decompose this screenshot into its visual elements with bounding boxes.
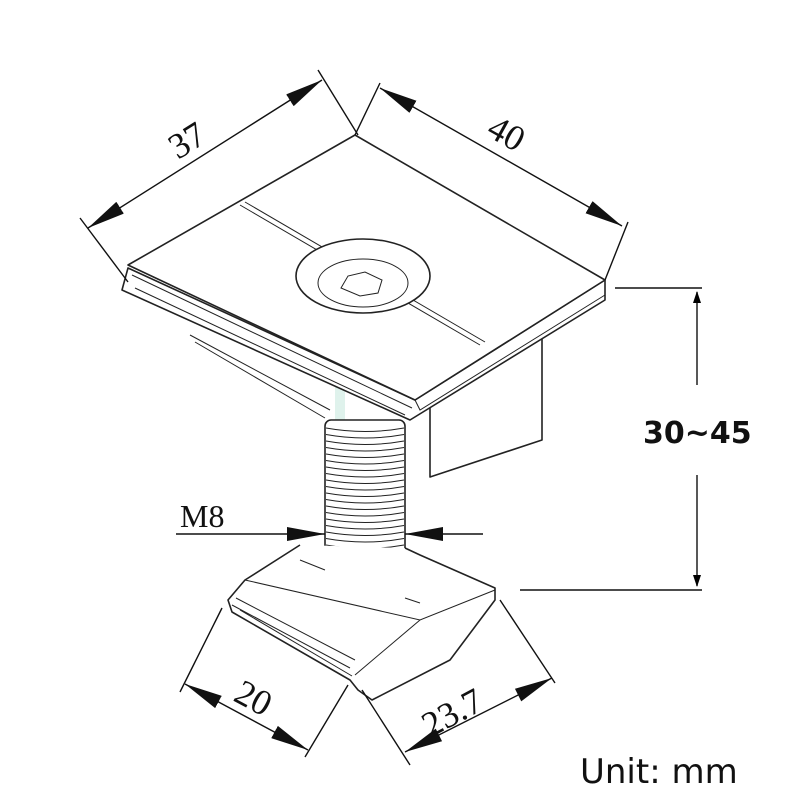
bolt-head-counterbore: [295, 238, 431, 314]
dimension-label-37: 37: [161, 114, 213, 167]
thread-line: [325, 440, 405, 445]
thread-line: [325, 518, 405, 523]
dimension-label-m8: M8: [180, 498, 224, 534]
thread-line: [325, 499, 405, 504]
thread-line: [325, 434, 405, 439]
thread-line: [325, 447, 405, 452]
thread-line: [325, 486, 405, 491]
thread-line: [325, 505, 405, 510]
thread-line: [325, 453, 405, 458]
dimension-height: 30~45: [520, 287, 752, 591]
dimension-label-23-7: 23.7: [415, 680, 489, 745]
thread-line: [325, 427, 405, 432]
hex-socket-icon: [340, 271, 383, 297]
thread-line: [325, 473, 405, 478]
thread-line: [325, 479, 405, 484]
thread-line: [325, 538, 405, 543]
thread-line: [325, 466, 405, 471]
thread-line: [325, 460, 405, 465]
thread-line: [325, 525, 405, 530]
dimension-m8: M8: [176, 498, 483, 541]
dimension-label-20: 20: [228, 672, 279, 724]
thread-line: [325, 492, 405, 497]
t-nut: [227, 544, 496, 701]
dimension-label-40: 40: [481, 107, 532, 159]
thread-line: [325, 512, 405, 517]
dimension-label-height: 30~45: [643, 416, 752, 451]
thread-line: [325, 531, 405, 536]
unit-label: Unit: mm: [580, 752, 738, 792]
